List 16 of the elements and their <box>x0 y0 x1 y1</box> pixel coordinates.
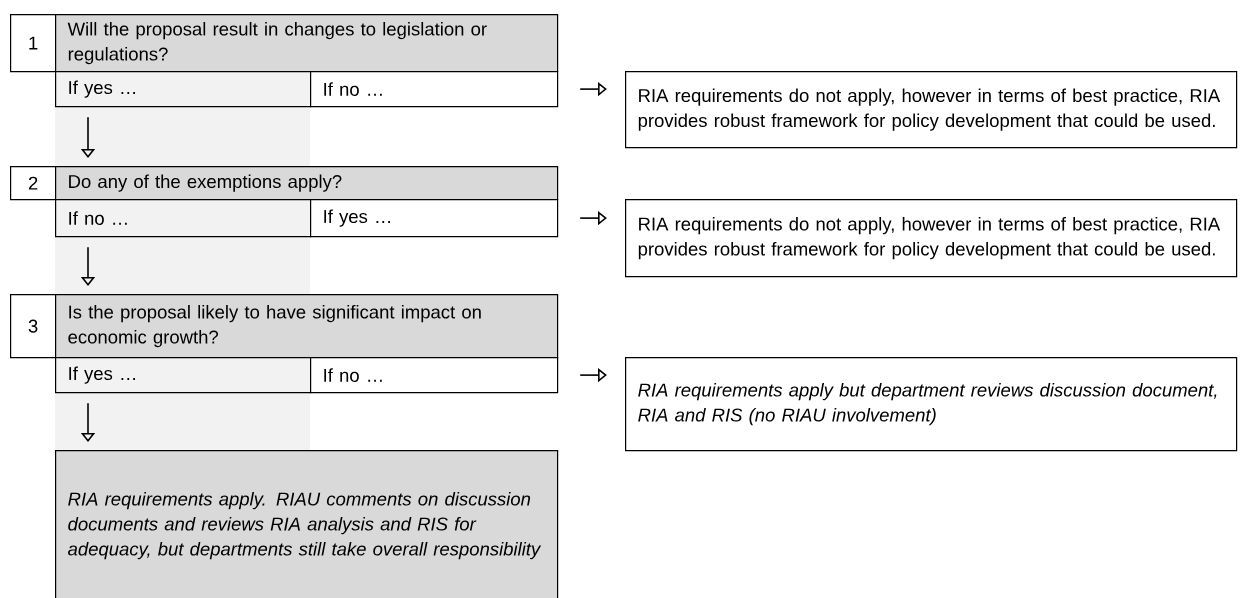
question-box: Do any of the exemptions apply? <box>55 166 559 201</box>
question-box: Is the proposal likely to have significant impact on economic growth? <box>55 294 559 359</box>
answer-cell: If yes … <box>55 71 312 108</box>
answer-cell: If no … <box>55 199 312 238</box>
result-box: RIA requirements do not apply, however in terms of best practice, RIA provides robust framework for policy development that could be used. <box>625 71 1238 149</box>
answer-cell: If no … <box>310 71 559 108</box>
number-box: 1 <box>10 14 57 73</box>
number-box: 2 <box>10 166 57 201</box>
answer-cell: If no … <box>310 357 559 394</box>
result-box: RIA requirements do not apply, however in terms of best practice, RIA provides robust framework for policy development that could be used. <box>625 199 1238 278</box>
question-box: Will the proposal result in changes to legislation or regulations? <box>55 14 559 73</box>
number-box: 3 <box>10 294 57 359</box>
outcome-box: RIA requirements apply. RIAU comments on discussion documents and reviews RIA analysis and RIS for adequacy, but departments still take overall responsibility <box>55 450 559 598</box>
answer-cell: If yes … <box>310 199 559 238</box>
result-box: RIA requirements apply but department reviews discussion document, RIA and RIS (no RIAU involvement) <box>625 357 1238 452</box>
answer-cell: If yes … <box>55 357 312 394</box>
